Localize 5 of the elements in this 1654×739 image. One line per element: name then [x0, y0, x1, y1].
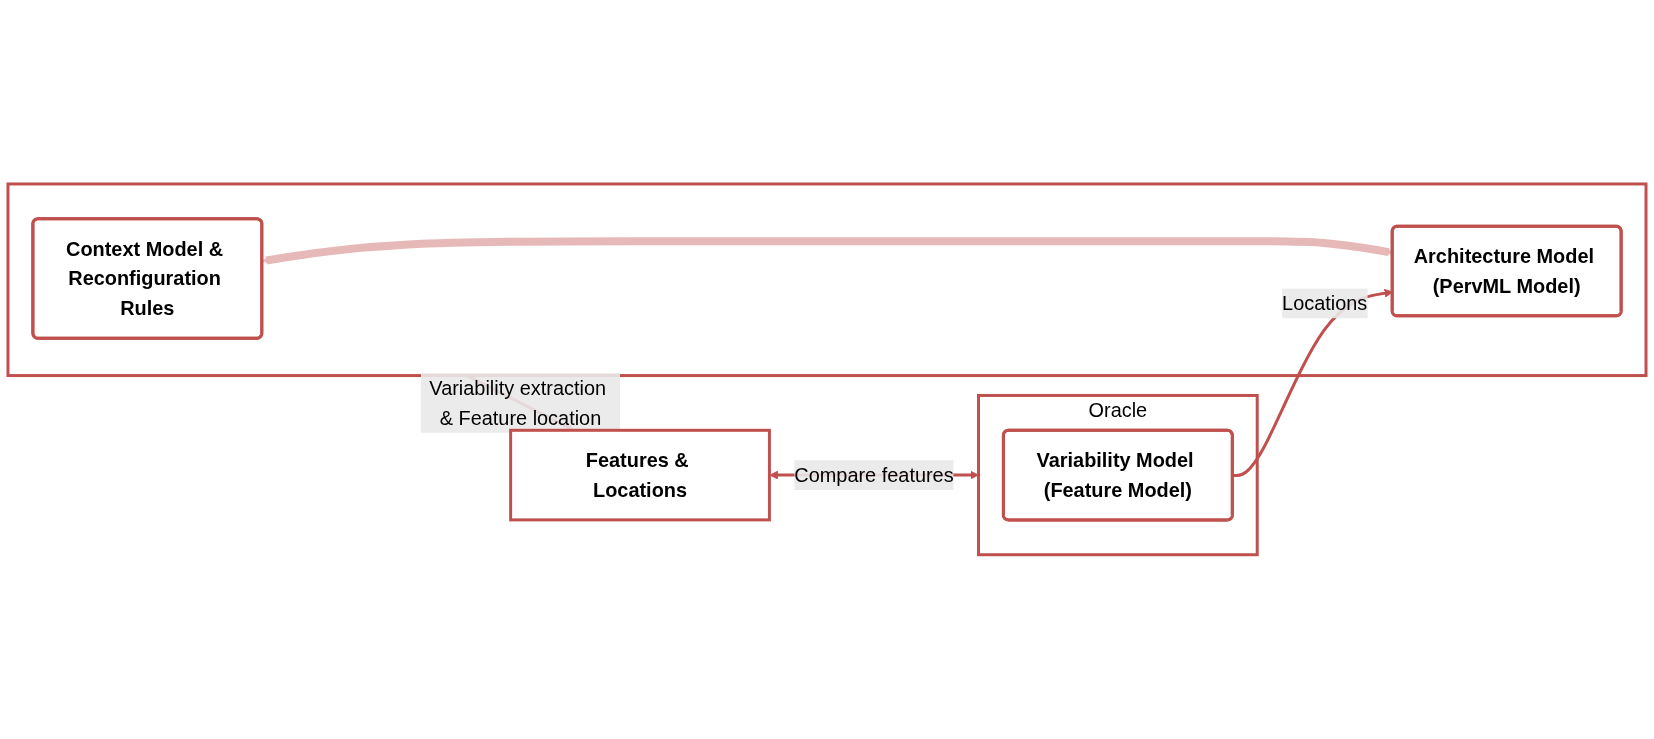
edge-label: Variability extraction & Feature location — [429, 377, 607, 429]
cluster — [6, 182, 1648, 378]
edge-label: Compare features — [794, 464, 954, 487]
node-box: Features & Locations — [509, 428, 771, 522]
edge-label: Locations — [1282, 292, 1368, 315]
